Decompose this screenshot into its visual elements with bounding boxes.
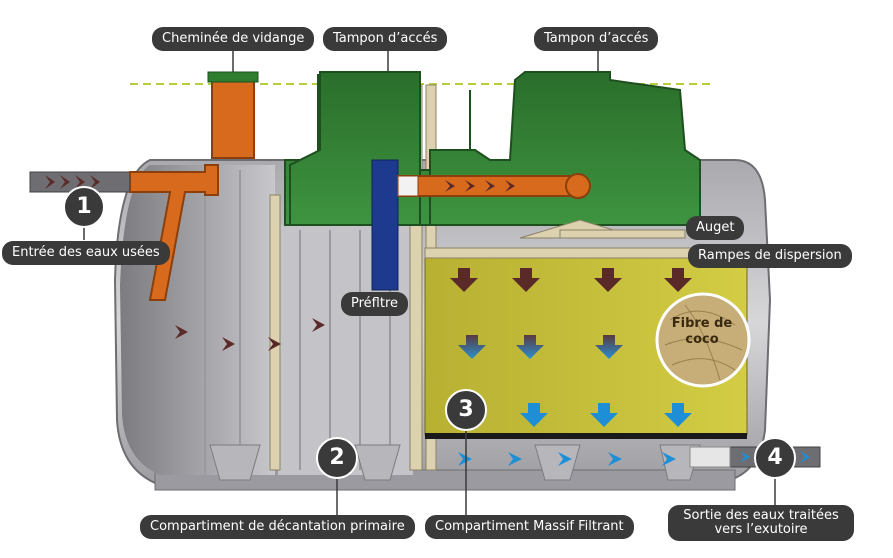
outlet-flow-chevrons (740, 451, 810, 463)
label-prefilter: Préfltre (341, 292, 409, 316)
label-filter-compartment: Compartiment Massif Filtrant (425, 515, 634, 539)
filter-down-arrows-top (450, 268, 692, 292)
label-access-cover-2: Tampon d’accés (534, 27, 659, 51)
label-dispersion: Rampes de dispersion (688, 244, 852, 268)
filter-down-arrows-middle (458, 335, 623, 359)
label-chimney: Cheminée de vidange (152, 27, 315, 51)
label-outlet: Sortie des eaux traitées vers l’exutoire (668, 505, 854, 541)
chimney-cap (207, 71, 259, 83)
primary-compartment-area (120, 165, 275, 475)
transfer-pipe-collar (397, 175, 419, 197)
coco-fibre-texture (664, 304, 743, 381)
inlet-tee-fitting (129, 164, 219, 301)
chimney-pipe (211, 79, 255, 159)
transfer-pipe (397, 175, 579, 197)
coco-fibre-image (655, 292, 751, 388)
filter-down-arrows-bottom (520, 403, 692, 427)
access-cover-middle (289, 71, 421, 226)
step-4-badge: 4 (754, 437, 796, 479)
label-auget: Auget (686, 216, 745, 240)
step-3-badge: 3 (445, 389, 487, 431)
auget-bar (559, 229, 686, 239)
transfer-pipe-elbow (565, 173, 591, 199)
drain-flow-arrows (458, 452, 676, 466)
label-primary-compartment: Compartiment de décantation primaire (140, 515, 415, 539)
primary-flow-arrows (175, 318, 325, 351)
outlet-collar (689, 446, 731, 468)
prefilter-column (371, 159, 399, 291)
transfer-flow-chevrons (445, 180, 515, 192)
label-access-cover-1: Tampon d’accés (323, 27, 448, 51)
dispersion-ramps (424, 247, 726, 259)
step-1-badge: 1 (63, 186, 105, 228)
inlet-flow-chevrons (45, 175, 100, 189)
label-inlet: Entrée des eaux usées (2, 241, 170, 265)
filter-liner (425, 433, 747, 439)
label-coco-fibre: Fibre de coco (671, 316, 733, 347)
step-2-badge: 2 (316, 437, 358, 479)
